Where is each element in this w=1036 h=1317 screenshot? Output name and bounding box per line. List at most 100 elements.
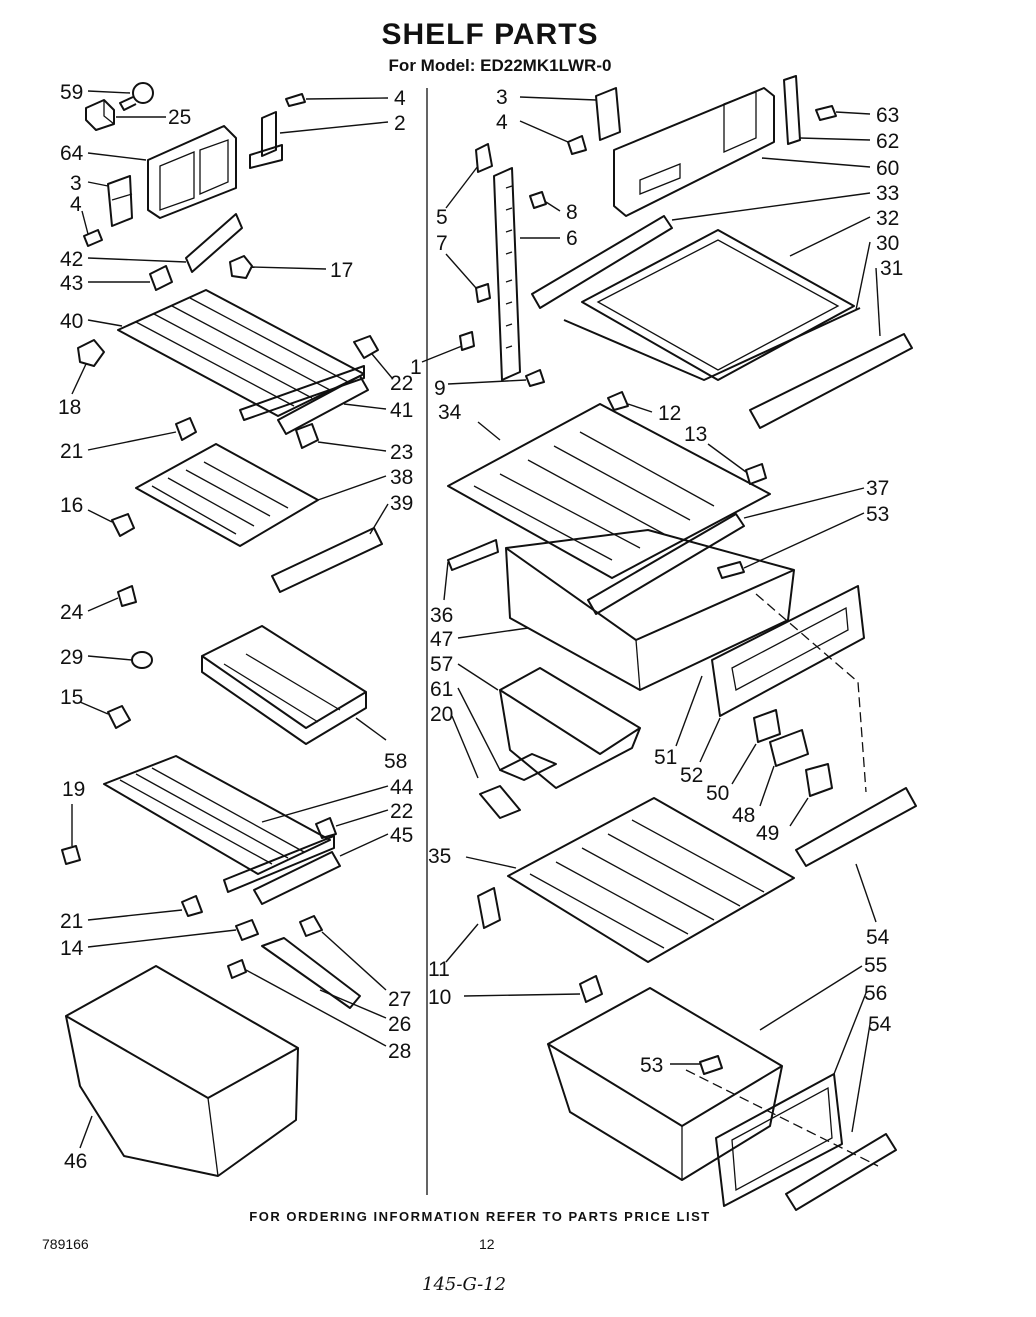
screw-53-upper (717, 561, 745, 579)
callout-20: 20 (430, 703, 453, 726)
support-23 (295, 423, 319, 449)
callout-49: 49 (756, 822, 779, 845)
bracket-5 (475, 143, 493, 173)
crisper-55 (547, 987, 783, 1181)
callout-38: 38 (390, 466, 413, 489)
support-21-upper (175, 417, 197, 441)
screw-9 (525, 369, 545, 387)
callout-17: 17 (330, 259, 353, 282)
wire-shelf-40 (117, 289, 365, 421)
part-50 (753, 709, 781, 743)
callout-7: 7 (436, 232, 448, 255)
light-housing-64 (147, 125, 237, 219)
bracket-2 (249, 111, 283, 169)
glass-shelf-32 (581, 229, 855, 381)
part-15 (107, 705, 131, 729)
callout-33: 33 (876, 182, 899, 205)
part-1 (459, 331, 475, 351)
bin-46 (65, 965, 299, 1177)
shelf-34 (447, 403, 771, 579)
trim-41 (277, 375, 369, 435)
drawer-front-56 (715, 1073, 843, 1207)
screw-4-right (567, 135, 587, 155)
callout-36: 36 (430, 604, 453, 627)
callout-4c: 4 (496, 111, 508, 134)
part-11 (477, 887, 501, 929)
callout-47: 47 (430, 628, 453, 651)
handwritten-note: 145-G-12 (422, 1274, 507, 1295)
alignment-dash-lower (685, 1069, 879, 1167)
callout-32: 32 (876, 207, 899, 230)
trim-33 (531, 215, 673, 309)
callout-15: 15 (60, 686, 83, 709)
callout-9: 9 (434, 377, 446, 400)
callout-54b: 54 (868, 1013, 892, 1036)
part-20 (479, 785, 521, 819)
part-29 (131, 651, 153, 669)
shelf-38 (135, 443, 319, 547)
callout-27: 27 (388, 988, 411, 1011)
ordering-note: FOR ORDERING INFORMATION REFER TO PARTS … (249, 1209, 711, 1224)
callout-22b: 22 (390, 800, 413, 823)
screw-63 (815, 105, 837, 121)
callout-43: 43 (60, 272, 83, 295)
callout-53b: 53 (640, 1054, 663, 1077)
callout-10: 10 (428, 986, 451, 1009)
callout-22a: 22 (390, 372, 413, 395)
rail-6 (493, 167, 521, 381)
frame-30 (563, 307, 861, 381)
support-19 (61, 845, 81, 865)
callout-61: 61 (430, 678, 453, 701)
callout-21a: 21 (60, 440, 83, 463)
part-10 (579, 975, 603, 1003)
callout-4b: 4 (70, 193, 82, 216)
trim-31 (749, 333, 913, 429)
drawer-front-51-52 (711, 585, 865, 717)
callout-8: 8 (566, 201, 578, 224)
callout-2: 2 (394, 112, 406, 135)
ice-tray-58 (201, 625, 367, 745)
callout-37: 37 (866, 477, 889, 500)
screw-4-left (83, 229, 103, 247)
trim-39 (271, 527, 383, 593)
callout-54a: 54 (866, 926, 890, 949)
light-housing-60 (613, 87, 775, 217)
page-title: SHELF PARTS (381, 18, 599, 51)
callout-28: 28 (388, 1040, 411, 1063)
callout-25: 25 (168, 106, 191, 129)
callout-62: 62 (876, 130, 899, 153)
callout-34: 34 (438, 401, 462, 424)
shelf-35 (507, 797, 795, 963)
callout-42: 42 (60, 248, 83, 271)
callout-51: 51 (654, 746, 677, 769)
callout-39: 39 (390, 492, 413, 515)
screw-28 (227, 959, 247, 979)
support-16 (111, 513, 135, 537)
bracket-3-left (107, 175, 133, 227)
callout-14: 14 (60, 937, 84, 960)
document-number: 789166 (42, 1236, 89, 1252)
callout-63: 63 (876, 104, 899, 127)
rail-36 (447, 539, 499, 571)
callout-40: 40 (60, 310, 83, 333)
wire-shelf-44 (103, 755, 335, 893)
callout-24: 24 (60, 601, 84, 624)
callout-23: 23 (390, 441, 413, 464)
support-17 (229, 255, 253, 279)
part-7 (475, 283, 491, 303)
callout-31: 31 (880, 257, 903, 280)
callout-55: 55 (864, 954, 887, 977)
model-subtitle: For Model: ED22MK1LWR-0 (388, 56, 612, 75)
callout-3b: 3 (496, 86, 508, 109)
callout-60: 60 (876, 157, 899, 180)
part-27 (299, 915, 323, 937)
callout-46: 46 (64, 1150, 87, 1173)
callout-11: 11 (428, 958, 450, 981)
support-12 (607, 391, 629, 411)
callout-labels: 59 25 4 2 64 3 4 42 43 17 40 22 18 41 21… (58, 81, 903, 1173)
page-number: 12 (479, 1236, 495, 1252)
hinge-62 (783, 75, 801, 145)
support-18 (77, 339, 105, 367)
screw-4-top (285, 93, 306, 107)
callout-3a: 3 (70, 172, 82, 195)
